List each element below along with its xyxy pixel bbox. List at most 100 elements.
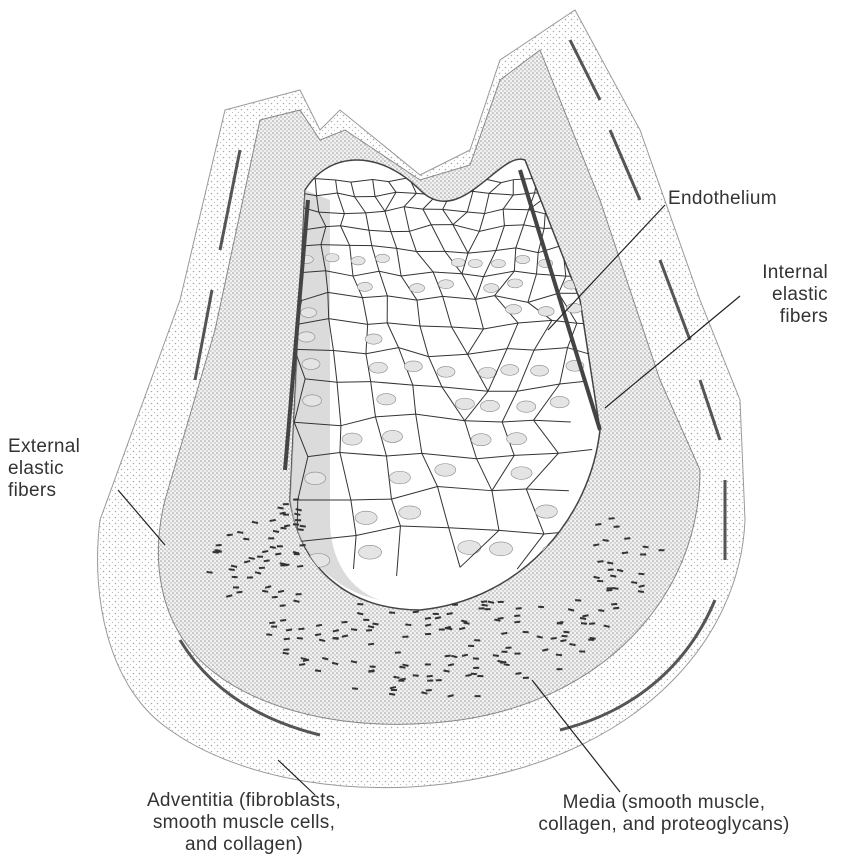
muscle-dash — [542, 649, 548, 650]
muscle-dash — [357, 613, 363, 614]
muscle-dash — [269, 623, 275, 624]
muscle-dash — [493, 655, 499, 656]
cell-nucleus — [383, 430, 403, 442]
cell-nucleus — [511, 467, 532, 480]
internal-elastic-fibers-label: Internal elastic fibers — [738, 262, 828, 328]
muscle-dash — [280, 605, 286, 606]
cell-nucleus — [389, 471, 410, 484]
cell-border — [503, 209, 529, 210]
muscle-dash — [333, 630, 339, 631]
muscle-dash — [481, 601, 487, 602]
muscle-dash — [580, 618, 586, 619]
muscle-dash — [425, 625, 431, 626]
muscle-dash — [286, 629, 292, 630]
muscle-dash — [570, 644, 576, 645]
muscle-dash — [352, 688, 358, 689]
muscle-dash — [207, 572, 213, 573]
muscle-dash — [557, 622, 563, 623]
cell-nucleus — [531, 365, 549, 376]
cell-nucleus — [359, 545, 382, 559]
muscle-dash — [284, 639, 290, 640]
cell-nucleus — [435, 464, 456, 477]
muscle-dash — [284, 525, 290, 526]
muscle-dash — [270, 520, 276, 521]
cell-nucleus — [480, 400, 499, 411]
muscle-dash — [451, 656, 457, 657]
cell-nucleus — [468, 259, 482, 267]
muscle-dash — [297, 566, 303, 567]
muscle-dash — [516, 673, 522, 674]
muscle-dash — [332, 663, 338, 664]
muscle-dash — [294, 600, 300, 601]
cell-nucleus — [365, 334, 382, 344]
muscle-dash — [421, 692, 427, 693]
cell-nucleus — [298, 332, 315, 342]
cell-nucleus — [303, 395, 322, 406]
muscle-dash — [280, 513, 286, 514]
muscle-dash — [582, 615, 588, 616]
muscle-dash — [488, 601, 494, 602]
cell-nucleus — [302, 359, 320, 370]
muscle-dash — [236, 592, 242, 593]
muscle-dash — [264, 560, 270, 561]
muscle-dash — [598, 610, 604, 611]
muscle-dash — [301, 658, 307, 659]
muscle-dash — [399, 667, 405, 668]
muscle-dash — [351, 661, 357, 662]
muscle-dash — [617, 570, 623, 571]
muscle-dash — [514, 622, 520, 623]
muscle-dash — [389, 694, 395, 695]
muscle-dash — [609, 518, 615, 519]
cell-nucleus — [484, 284, 499, 293]
cell-nucleus — [550, 396, 569, 407]
muscle-dash — [243, 539, 249, 540]
cell-nucleus — [305, 472, 326, 485]
muscle-dash — [283, 653, 289, 654]
muscle-dash — [315, 670, 321, 671]
cell-nucleus — [355, 511, 377, 524]
media-label: Media (smooth muscle, collagen, and prot… — [494, 792, 834, 836]
cell-nucleus — [410, 284, 425, 293]
cell-nucleus — [471, 434, 491, 446]
muscle-dash — [273, 531, 279, 532]
muscle-dash — [413, 612, 419, 613]
muscle-dash — [446, 628, 452, 629]
muscle-dash — [581, 623, 587, 624]
muscle-dash — [504, 664, 510, 665]
muscle-dash — [551, 638, 557, 639]
muscle-dash — [281, 528, 287, 529]
muscle-dash — [425, 618, 431, 619]
muscle-dash — [252, 522, 258, 523]
muscle-dash — [270, 547, 276, 548]
muscle-dash — [229, 569, 235, 570]
muscle-dash — [341, 622, 347, 623]
cell-nucleus — [508, 279, 523, 288]
cell-nucleus — [437, 366, 455, 377]
muscle-dash — [444, 670, 450, 671]
muscle-dash — [501, 633, 507, 634]
muscle-dash — [368, 626, 374, 627]
muscle-dash — [595, 524, 601, 525]
cell-nucleus — [458, 541, 481, 555]
muscle-dash — [607, 562, 613, 563]
muscle-dash — [315, 634, 321, 635]
muscle-dash — [461, 621, 467, 622]
muscle-dash — [638, 591, 644, 592]
muscle-dash — [589, 623, 595, 624]
muscle-dash — [445, 655, 451, 656]
muscle-dash — [611, 604, 617, 605]
muscle-dash — [294, 514, 300, 515]
muscle-dash — [594, 577, 600, 578]
muscle-dash — [300, 545, 306, 546]
muscle-dash — [300, 526, 306, 527]
muscle-dash — [610, 575, 616, 576]
muscle-dash — [266, 634, 272, 635]
muscle-dash — [448, 664, 454, 665]
cell-nucleus — [501, 365, 519, 376]
muscle-dash — [603, 540, 609, 541]
muscle-dash — [462, 655, 468, 656]
cell-nucleus — [479, 367, 497, 378]
cell-nucleus — [377, 394, 396, 405]
cell-nucleus — [404, 361, 422, 372]
muscle-dash — [262, 591, 268, 592]
